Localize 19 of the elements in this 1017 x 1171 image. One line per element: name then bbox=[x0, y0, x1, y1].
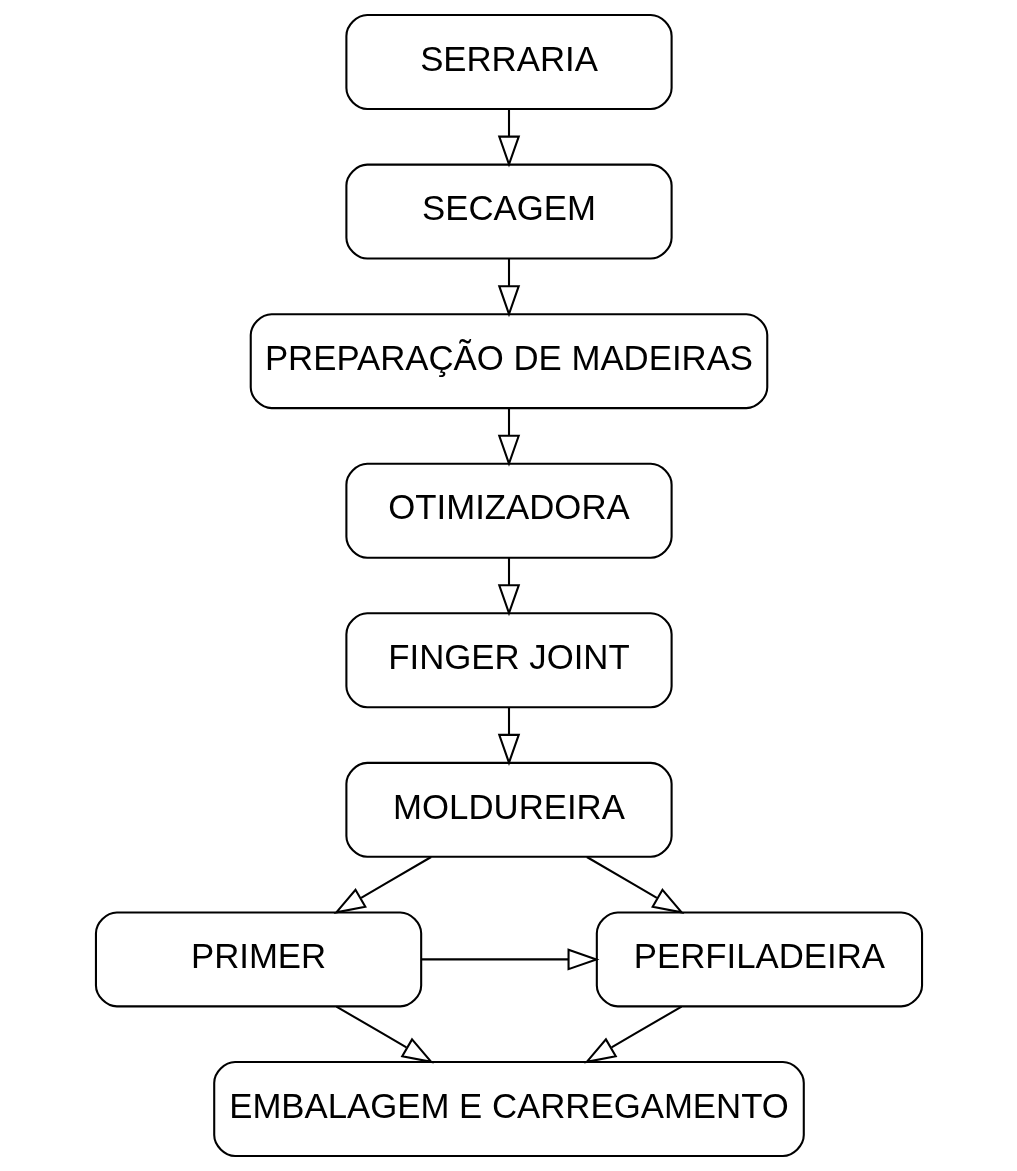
arrow bbox=[497, 258, 520, 318]
node-box: PRIMER bbox=[94, 911, 422, 1008]
node-box: PREPARAÇÃO DE MADEIRAS bbox=[249, 313, 768, 410]
arrow bbox=[497, 109, 520, 168]
node-box: PERFILADEIRA bbox=[595, 911, 923, 1008]
arrow bbox=[497, 408, 520, 467]
node-box: SECAGEM bbox=[344, 163, 673, 260]
node-box: SERRARIA bbox=[344, 14, 673, 111]
arrow bbox=[335, 1005, 434, 1064]
node-box: MOLDUREIRA bbox=[344, 761, 673, 858]
node-box: OTIMIZADORA bbox=[344, 462, 673, 559]
arrow bbox=[333, 856, 432, 914]
arrow bbox=[497, 707, 520, 766]
arrow bbox=[585, 856, 684, 914]
arrow bbox=[497, 557, 520, 617]
arrow bbox=[583, 1005, 682, 1064]
node-box: FINGER JOINT bbox=[344, 612, 673, 709]
arrow bbox=[420, 948, 600, 971]
node-box: EMBALAGEM E CARREGAMENTO bbox=[212, 1060, 805, 1157]
